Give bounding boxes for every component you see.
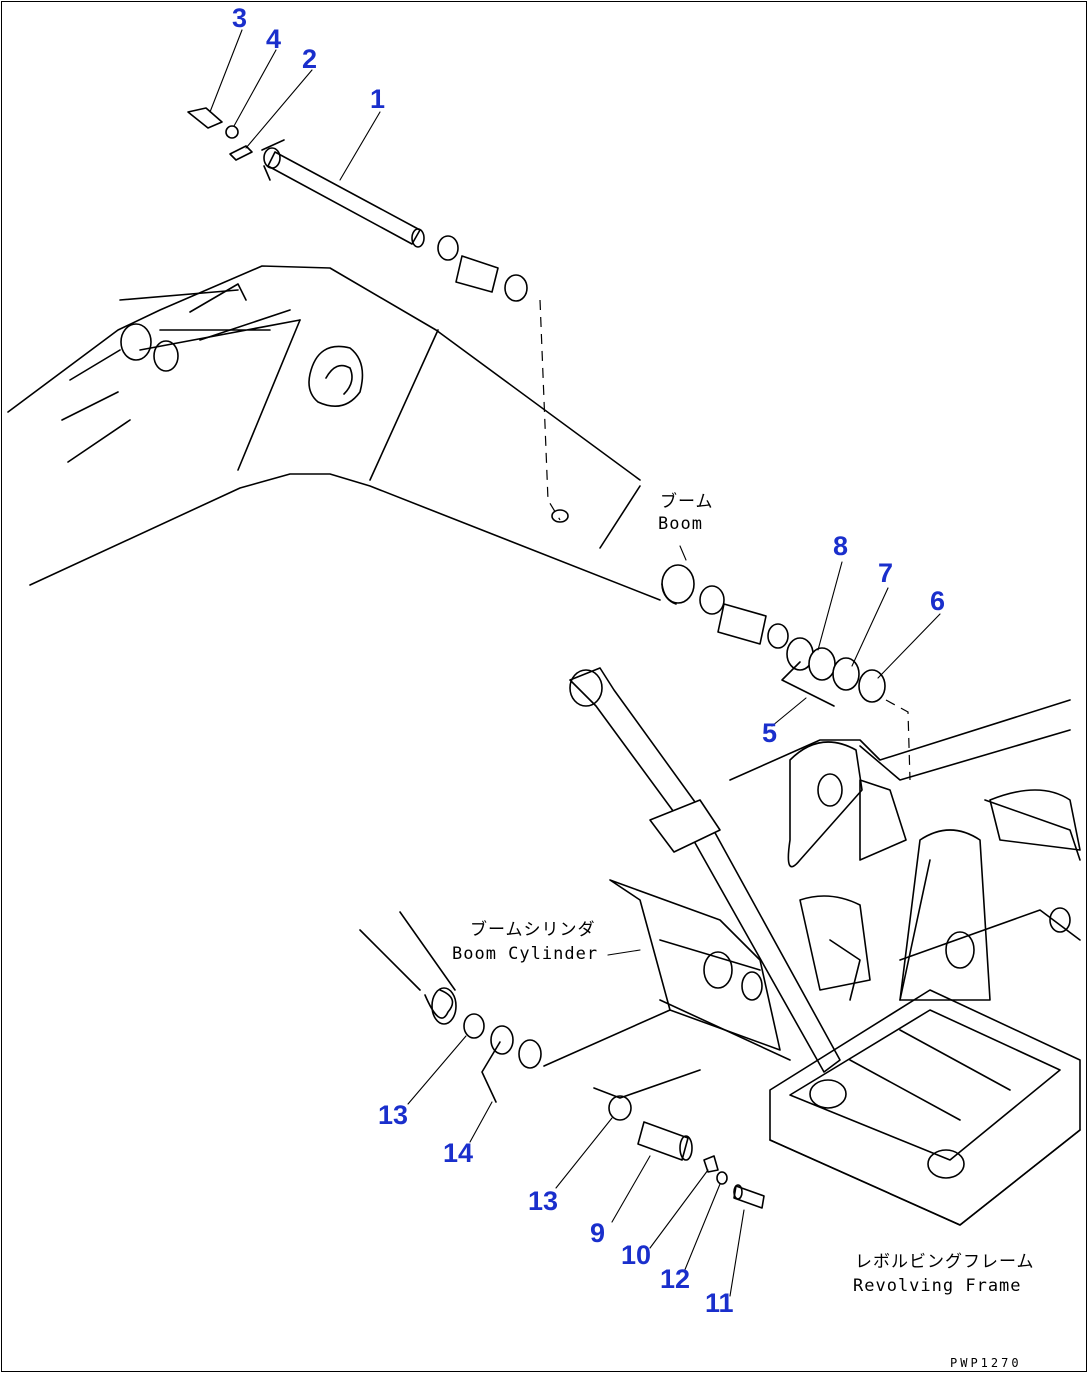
drawing-code: PWP1270 (950, 1356, 1022, 1370)
callout-6[interactable]: 6 (930, 586, 946, 616)
callout-1[interactable]: 1 (370, 84, 386, 114)
callout-11[interactable]: 11 (705, 1288, 734, 1318)
revolving-frame-shape (609, 699, 1081, 1226)
leader-lines (209, 29, 941, 1297)
callout-10[interactable]: 10 (621, 1240, 652, 1270)
top-pin-assembly (187, 107, 569, 523)
bolt-3-shape (187, 107, 223, 129)
washer-4-shape (225, 125, 239, 139)
callout-5[interactable]: 5 (762, 718, 778, 748)
callout-4[interactable]: 4 (266, 24, 282, 54)
callout-3[interactable]: 3 (232, 3, 248, 33)
boom-label-jp: ブーム (660, 492, 714, 512)
callout-2[interactable]: 2 (302, 44, 318, 74)
revolving-frame-label-jp: レボルビングフレーム (855, 1252, 1035, 1272)
boom-cylinder-shape (359, 667, 841, 1073)
plate-2-shape (229, 145, 253, 161)
callout-9[interactable]: 9 (590, 1218, 606, 1248)
cylinder-foot-pin-parts (463, 1009, 765, 1209)
pin-1-shape (267, 151, 421, 245)
callout-14[interactable]: 14 (443, 1138, 474, 1168)
boom-foot-pin-parts (699, 585, 911, 781)
callout-8[interactable]: 8 (833, 531, 849, 561)
boom-outline (7, 265, 695, 605)
callout-13-right[interactable]: 13 (528, 1186, 559, 1216)
boom-label-en: Boom (658, 514, 703, 534)
callout-7[interactable]: 7 (878, 558, 894, 588)
callout-13-left[interactable]: 13 (378, 1100, 409, 1130)
callout-12[interactable]: 12 (660, 1264, 691, 1294)
boom-cylinder-label-en: Boom Cylinder (452, 944, 599, 964)
revolving-frame-label-en: Revolving Frame (853, 1276, 1022, 1296)
boom-cylinder-label-jp: ブームシリンダ (470, 920, 596, 940)
